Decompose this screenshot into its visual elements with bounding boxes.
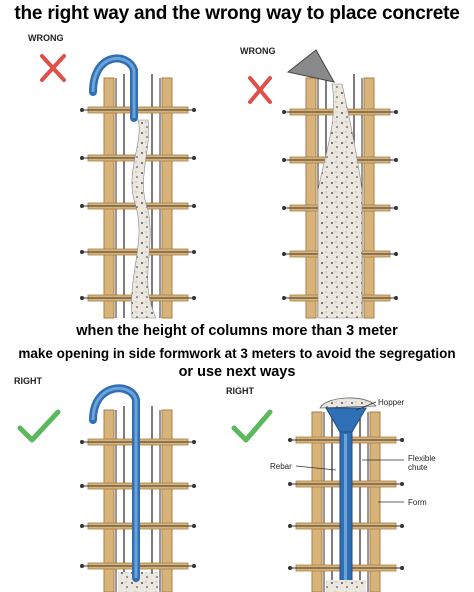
timber-board — [103, 77, 115, 319]
tie-nut — [282, 158, 286, 162]
tie-nut — [394, 206, 398, 210]
tie-nut — [400, 524, 404, 528]
timber-board — [103, 409, 115, 592]
tie-nut — [192, 108, 196, 112]
tie-nut — [80, 156, 84, 160]
formwork-column-wrong-pipe — [80, 54, 196, 319]
tie-nut — [288, 482, 292, 486]
tie-nut — [282, 296, 286, 300]
right-label: RIGHT — [226, 386, 254, 396]
tie-nut — [192, 296, 196, 300]
chute — [286, 49, 335, 83]
right-label: RIGHT — [14, 376, 42, 386]
tie-nut — [394, 158, 398, 162]
formwork-column-wrong-chute — [282, 49, 398, 319]
segregated-concrete — [317, 83, 363, 319]
placed-concrete — [118, 572, 158, 592]
callout-leaders — [295, 401, 404, 503]
tie-nut — [192, 484, 196, 488]
concrete-pipe-highlight — [91, 386, 138, 578]
tie-nut — [192, 204, 196, 208]
timber-board — [311, 411, 323, 592]
tie-nut — [80, 484, 84, 488]
flexible-chute-callout: Flexible chute — [408, 454, 436, 472]
tie-nut — [192, 156, 196, 160]
wrong-x-icon — [40, 54, 66, 82]
tie-nut — [394, 296, 398, 300]
timber-board — [161, 77, 173, 319]
tie-nut — [400, 482, 404, 486]
tie-nut — [282, 110, 286, 114]
formwork-column-right-pipe — [80, 384, 196, 592]
timber-board — [363, 77, 375, 319]
form-callout: Form — [408, 498, 427, 507]
tie-nut — [400, 566, 404, 570]
flexible-chute-highlight — [344, 434, 347, 582]
wrong-x-icon — [248, 76, 272, 104]
tie-nut — [80, 108, 84, 112]
rebar-callout: Rebar — [270, 462, 292, 471]
tie-nut — [282, 252, 286, 256]
check-icon — [17, 409, 61, 443]
tie-nut — [192, 250, 196, 254]
tie-nut — [80, 204, 84, 208]
concrete-pipe-highlight — [91, 56, 136, 118]
placed-concrete — [326, 580, 366, 592]
tie-nut — [394, 110, 398, 114]
tie-nut — [80, 296, 84, 300]
hopper-callout: Hopper — [378, 398, 405, 407]
tie-nut — [288, 524, 292, 528]
wrong-label: WRONG — [28, 33, 64, 43]
wrong-label: WRONG — [240, 46, 276, 56]
diagram-title: the right way and the wrong way to place… — [14, 3, 460, 24]
timber-board — [161, 409, 173, 592]
formwork-column-right-hopper — [288, 397, 404, 592]
tie-nut — [288, 566, 292, 570]
tie-nut — [80, 250, 84, 254]
concrete-heap — [319, 397, 377, 409]
tie-nut — [282, 206, 286, 210]
timber-board — [305, 77, 317, 319]
note-line: or use next ways — [178, 364, 296, 380]
tie-nut — [400, 438, 404, 442]
tie-nut — [80, 564, 84, 568]
tie-nut — [394, 252, 398, 256]
tie-nut — [80, 440, 84, 444]
tie-nut — [288, 438, 292, 442]
check-icon — [231, 409, 273, 443]
segregated-concrete — [131, 119, 157, 319]
tie-nut — [192, 564, 196, 568]
note-line: make opening in side formwork at 3 meter… — [18, 346, 456, 361]
tie-nut — [192, 440, 196, 444]
tie-nut — [80, 524, 84, 528]
note-line: when the height of columns more than 3 m… — [76, 323, 398, 339]
tie-nut — [192, 524, 196, 528]
